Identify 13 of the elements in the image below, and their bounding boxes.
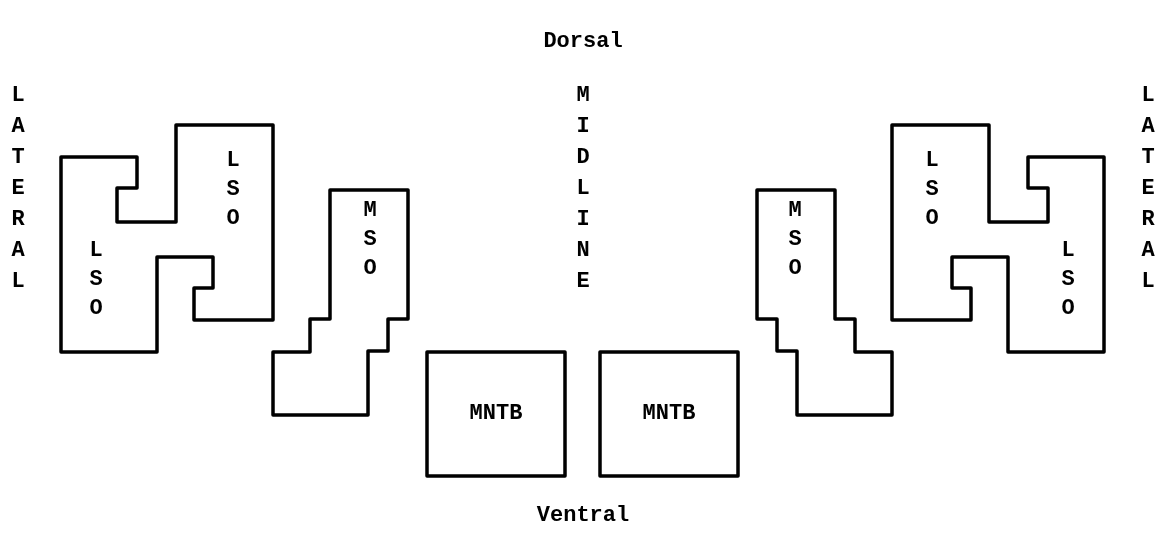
side-label: LATERAL xyxy=(10,82,26,296)
nucleus-label: MSO xyxy=(362,197,378,283)
nucleus-label: MNTB xyxy=(469,400,523,428)
axis-label: Ventral xyxy=(536,502,630,530)
nucleus-label: MNTB xyxy=(642,400,696,428)
side-label: LATERAL xyxy=(1140,82,1156,296)
nucleus-label: LSO xyxy=(88,237,104,323)
axis-label: Dorsal xyxy=(543,28,623,56)
nucleus-label: LSO xyxy=(924,147,940,233)
midline-label: MIDLINE xyxy=(575,82,591,296)
nucleus-label: LSO xyxy=(1060,237,1076,323)
nucleus-label: MSO xyxy=(787,197,803,283)
nucleus-label: LSO xyxy=(225,147,241,233)
